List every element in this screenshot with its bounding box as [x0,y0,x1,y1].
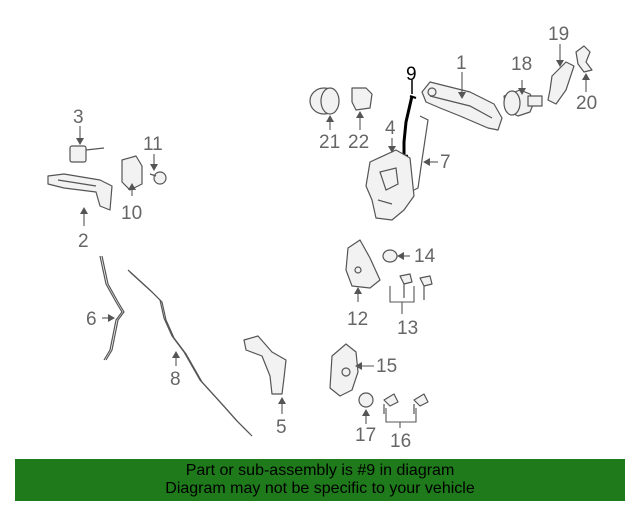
callout-20: 20 [576,93,597,114]
callout-15: 15 [376,356,397,377]
callout-5: 5 [276,417,287,438]
callout-8: 8 [170,369,181,390]
callout-13: 13 [397,318,418,339]
callout-7: 7 [440,152,451,173]
callout-3: 3 [73,107,84,128]
callout-19: 19 [548,24,569,45]
part-10-bracket[interactable] [121,155,143,191]
part-3-pin[interactable] [69,145,105,163]
banner-line-2: Diagram may not be specific to your vehi… [165,480,475,497]
part-8-long-rod[interactable] [127,269,253,437]
part-12-bracket[interactable] [345,239,381,289]
part-16-bolts[interactable] [383,393,429,414]
part-7-rod[interactable] [413,115,429,191]
callout-12: 12 [347,309,368,330]
callout-10: 10 [121,203,142,224]
part-5-bracket[interactable] [243,335,287,395]
part-13-bolts[interactable] [399,273,433,300]
part-2-inside-handle[interactable] [47,173,113,211]
callout-21: 21 [319,132,340,153]
callout-18: 18 [511,54,532,75]
info-banner: Part or sub-assembly is #9 in diagram Di… [15,459,625,501]
callout-1: 1 [456,53,467,74]
part-4-door-latch[interactable] [365,149,415,221]
part-11-push-pin[interactable] [149,171,167,185]
callout-16: 16 [390,431,411,452]
banner-line-1: Part or sub-assembly is #9 in diagram [185,462,455,479]
callout-22: 22 [348,132,369,153]
part-14-nut[interactable] [382,249,398,263]
part-20-clip[interactable] [575,45,593,73]
part-17-nut[interactable] [358,392,374,408]
callout-9-highlighted: 9 [406,64,417,85]
callout-2: 2 [78,231,89,252]
parts-diagram: 1 18 19 20 21 22 9 4 [47,24,597,452]
part-1-outside-handle[interactable] [421,81,503,131]
part-6-rod[interactable] [99,255,125,361]
part-18-lock-cylinder[interactable] [503,89,543,117]
part-21-bumper[interactable] [309,87,340,115]
callout-14: 14 [414,246,436,267]
part-9-rod[interactable] [400,95,417,158]
callout-17: 17 [355,425,376,446]
part-19-bracket[interactable] [547,61,575,105]
callout-4: 4 [385,118,396,139]
part-15-hinge[interactable] [329,343,359,397]
callout-6: 6 [86,309,97,330]
part-22-clip[interactable] [351,87,373,111]
callout-11: 11 [143,134,163,155]
